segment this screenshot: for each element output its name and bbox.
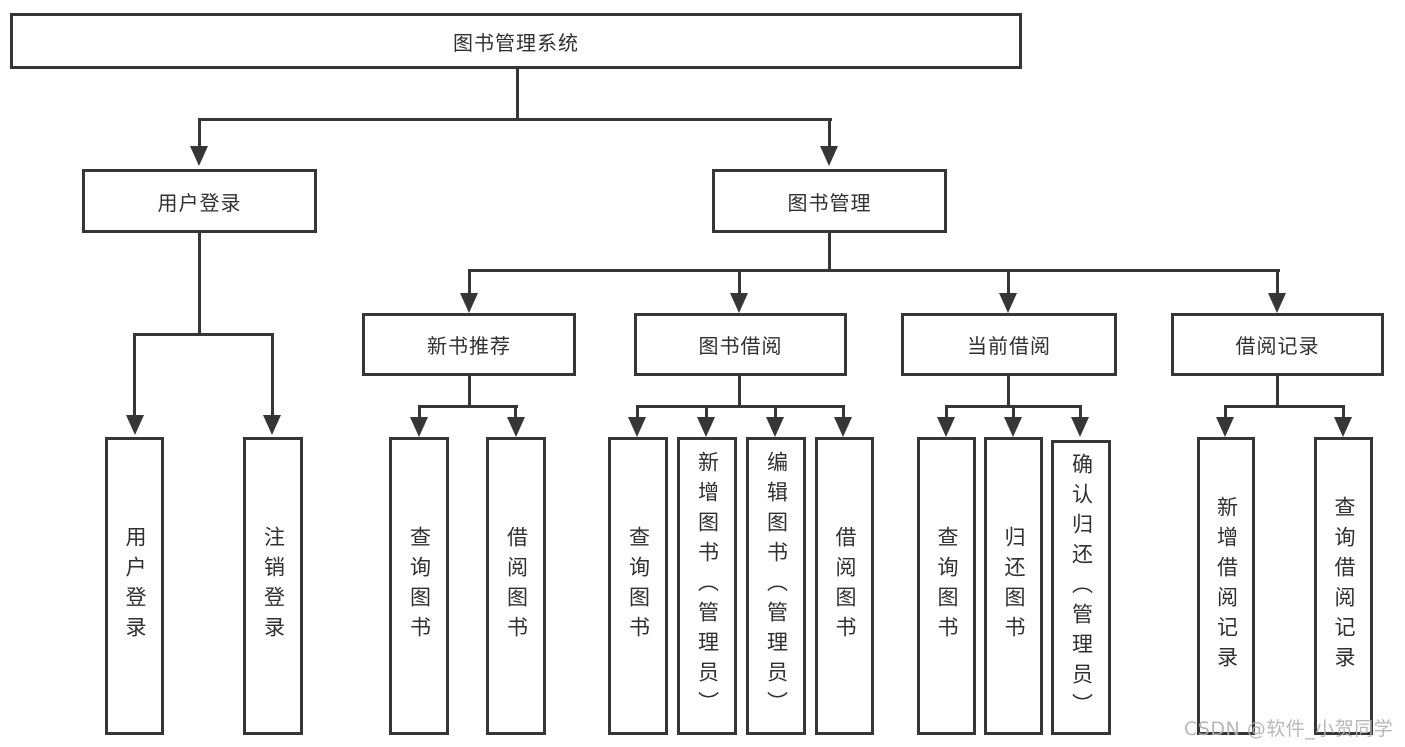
connector-line: [133, 333, 274, 336]
connector-line: [198, 232, 201, 335]
connector-line: [1007, 269, 1010, 293]
node-leaf-logout: 注销登录: [243, 437, 303, 735]
node-user-login: 用户登录: [82, 169, 317, 233]
arrow-down-icon: [834, 417, 852, 437]
connector-line: [514, 405, 517, 417]
node-leaf-newbook-borrow-label: 借阅图书: [504, 526, 529, 646]
connector-line: [271, 333, 274, 415]
node-leaf-logout-label: 注销登录: [261, 526, 286, 646]
connector-line: [828, 118, 831, 146]
connector-line: [133, 333, 136, 415]
node-leaf-current-return: 归还图书: [984, 437, 1043, 735]
arrow-down-icon: [460, 293, 478, 313]
node-leaf-current-confirm-admin: 确认归还（管理员）: [1051, 440, 1111, 735]
node-leaf-newbook-query-label: 查询图书: [407, 526, 432, 646]
node-leaf-borrow-add-admin-label: 新增图书（管理员）: [695, 451, 720, 721]
node-leaf-records-add: 新增借阅记录: [1197, 437, 1255, 735]
node-leaf-borrow-edit-admin-label: 编辑图书（管理员）: [764, 451, 789, 721]
node-leaf-newbook-query: 查询图书: [389, 437, 449, 735]
node-book-borrowing-label: 图书借阅: [698, 334, 783, 358]
node-book-management: 图书管理: [712, 169, 947, 233]
arrow-down-icon: [999, 293, 1017, 313]
arrow-down-icon: [820, 146, 838, 166]
arrow-down-icon: [1216, 417, 1234, 437]
connector-line: [828, 233, 831, 271]
connector-line: [1079, 405, 1082, 417]
arrow-down-icon: [126, 415, 144, 435]
connector-line: [1276, 376, 1279, 407]
connector-line: [1342, 405, 1345, 417]
arrow-down-icon: [628, 417, 646, 437]
node-root: 图书管理系统: [10, 13, 1022, 69]
connector-line: [1224, 405, 1227, 417]
node-book-management-label: 图书管理: [787, 190, 872, 215]
connector-line: [468, 269, 471, 293]
connector-line: [705, 405, 708, 417]
connector-line: [1007, 376, 1010, 407]
arrow-down-icon: [1071, 417, 1089, 437]
arrow-down-icon: [730, 293, 748, 313]
connector-line: [516, 68, 519, 120]
connector-line: [842, 405, 845, 417]
node-leaf-records-query: 查询借阅记录: [1314, 437, 1373, 735]
connector-line: [1276, 269, 1279, 293]
connector-line: [468, 269, 1280, 272]
node-leaf-user-login: 用户登录: [105, 437, 164, 735]
arrow-down-icon: [766, 417, 784, 437]
connector-line: [636, 405, 845, 408]
arrow-down-icon: [1334, 417, 1352, 437]
connector-line: [738, 269, 741, 293]
node-leaf-current-confirm-admin-label: 确认归还（管理员）: [1069, 452, 1094, 723]
node-user-login-label: 用户登录: [157, 190, 242, 215]
arrow-down-icon: [1004, 417, 1022, 437]
connector-line: [1224, 405, 1345, 408]
connector-line: [1012, 405, 1015, 417]
node-book-borrowing: 图书借阅: [634, 313, 847, 376]
node-current-borrowing-label: 当前借阅: [967, 334, 1051, 358]
node-leaf-current-query: 查询图书: [917, 437, 976, 735]
arrow-down-icon: [263, 415, 281, 435]
connector-line: [636, 405, 639, 417]
node-leaf-borrow-add-admin: 新增图书（管理员）: [677, 437, 737, 735]
connector-line: [945, 405, 948, 417]
connector-line: [774, 405, 777, 417]
arrow-down-icon: [190, 146, 208, 166]
connector-line: [738, 376, 741, 407]
node-leaf-records-query-label: 查询借阅记录: [1332, 496, 1356, 676]
connector-line: [198, 118, 201, 146]
csdn-watermark: CSDN @软件_小贺同学: [1184, 718, 1394, 740]
node-root-label: 图书管理系统: [453, 30, 579, 55]
node-leaf-borrow-edit-admin: 编辑图书（管理员）: [746, 437, 806, 735]
connector-line: [468, 376, 471, 407]
arrow-down-icon: [410, 417, 428, 437]
node-current-borrowing: 当前借阅: [901, 313, 1117, 376]
connector-line: [418, 405, 421, 417]
connector-line: [418, 405, 518, 408]
node-leaf-user-login-label: 用户登录: [123, 526, 147, 646]
node-leaf-current-return-label: 归还图书: [1002, 526, 1026, 646]
node-borrowing-records: 借阅记录: [1171, 313, 1384, 376]
node-new-book-recommend: 新书推荐: [362, 313, 576, 376]
connector-line: [198, 118, 832, 121]
arrow-down-icon: [507, 417, 525, 437]
node-leaf-records-add-label: 新增借阅记录: [1214, 496, 1239, 676]
arrow-down-icon: [937, 417, 955, 437]
node-leaf-newbook-borrow: 借阅图书: [486, 437, 546, 735]
node-new-book-recommend-label: 新书推荐: [427, 334, 511, 358]
node-leaf-borrow-borrow-label: 借阅图书: [833, 526, 857, 646]
arrow-down-icon: [697, 417, 715, 437]
node-leaf-borrow-query-label: 查询图书: [626, 526, 651, 646]
node-borrowing-records-label: 借阅记录: [1235, 334, 1320, 358]
node-leaf-borrow-borrow: 借阅图书: [815, 437, 874, 735]
node-leaf-borrow-query: 查询图书: [608, 437, 668, 735]
arrow-down-icon: [1268, 293, 1286, 313]
node-leaf-current-query-label: 查询图书: [935, 526, 959, 646]
